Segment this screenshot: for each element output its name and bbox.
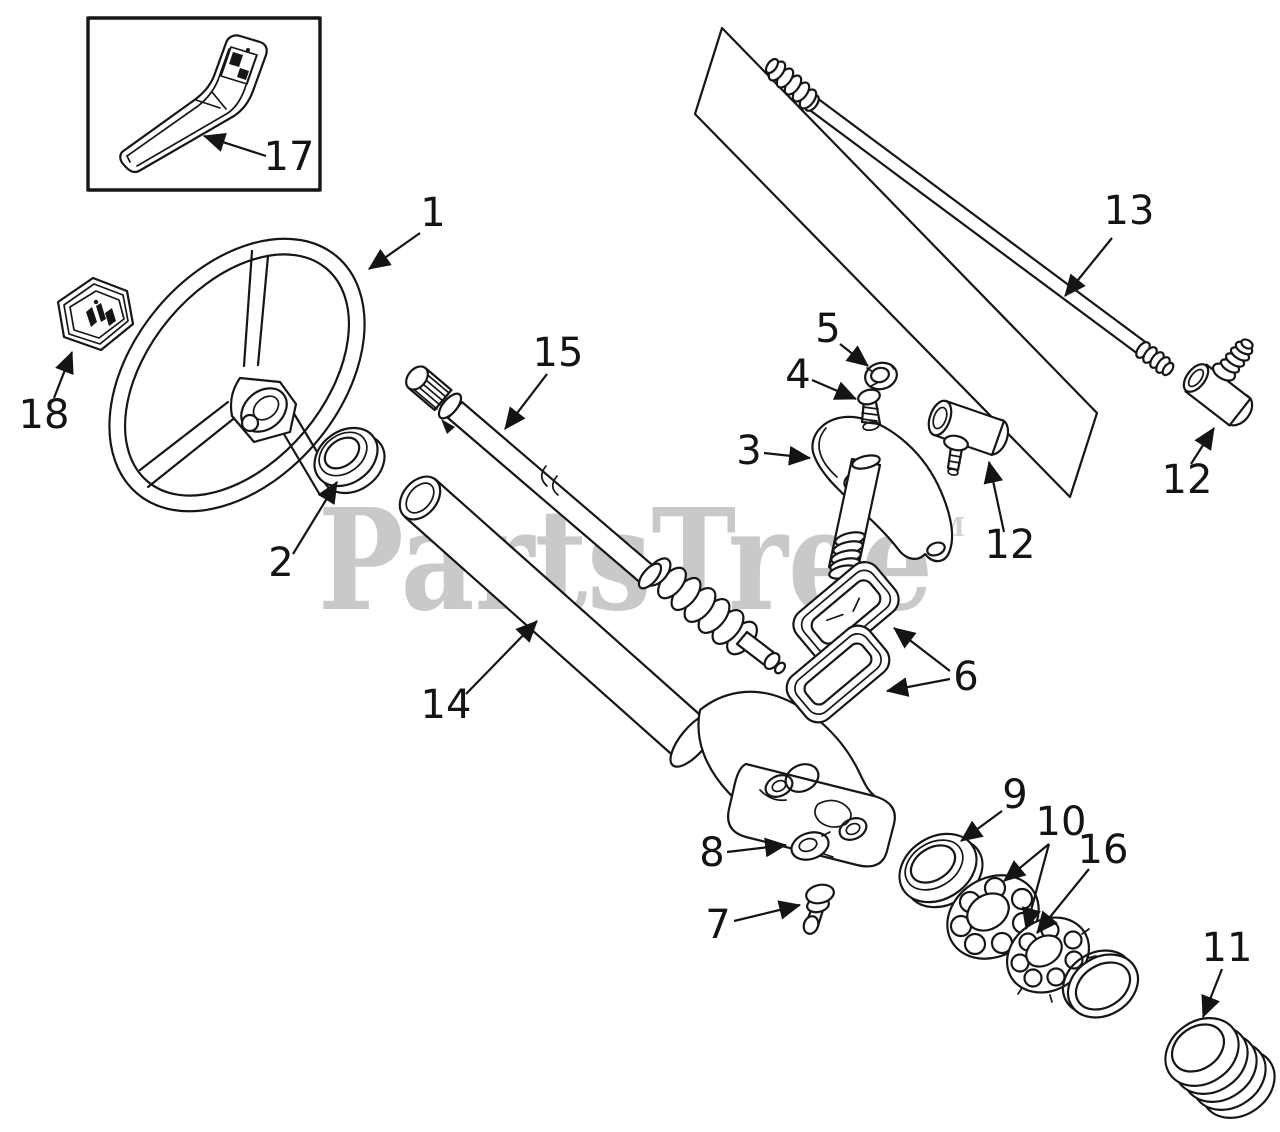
callout-6: 6 [953, 654, 978, 700]
leader-11 [1201, 968, 1224, 1019]
seal [898, 832, 984, 909]
callout-18: 18 [19, 392, 70, 438]
callout-9: 9 [1002, 772, 1027, 818]
plate-stud [827, 454, 882, 580]
leader-10a [1003, 843, 1050, 882]
adjuster-plug [1164, 1017, 1276, 1119]
callout-17: 17 [264, 134, 315, 180]
callout-14: 14 [421, 682, 472, 728]
clamp-bolt [943, 434, 969, 476]
leader-18 [52, 350, 74, 399]
leader-8 [726, 837, 788, 858]
nut [864, 361, 898, 391]
callout-4: 4 [785, 352, 810, 398]
callout-12-outer: 12 [1162, 457, 1213, 503]
tie-rod-end-outer [1182, 338, 1254, 427]
leader-6a [893, 627, 951, 672]
callout-11: 11 [1202, 925, 1253, 971]
leader-4 [811, 378, 858, 401]
bushing [313, 426, 386, 495]
stud [1211, 338, 1254, 382]
callouts: 17 1 18 2 15 14 5 4 3 12 12 13 6 8 7 9 [19, 132, 1253, 1019]
leader-12-inner [983, 460, 1006, 533]
leader-7 [733, 900, 802, 923]
gasket-lower [785, 624, 891, 724]
callout-2: 2 [268, 540, 293, 586]
callout-16: 16 [1078, 827, 1129, 873]
screw [857, 388, 882, 432]
drag-link [764, 57, 1175, 377]
callout-8: 8 [699, 830, 724, 876]
cover-plate [811, 415, 954, 580]
mounting-panel [693, 26, 1099, 499]
steering-shaft [405, 365, 787, 675]
cap-emblem [56, 276, 135, 352]
leader-16 [1036, 868, 1090, 934]
leader-1 [368, 232, 421, 270]
inset-box-part-17 [86, 16, 322, 192]
worm-gear [637, 557, 787, 675]
leader-9 [960, 810, 1003, 842]
bearing-ring [1061, 949, 1140, 1019]
grease-fitting [802, 883, 835, 935]
callout-7: 7 [705, 902, 730, 948]
leader-12-outer [1190, 427, 1215, 465]
callout-3: 3 [736, 428, 761, 474]
snap-ring [790, 831, 834, 861]
leader-13 [1064, 237, 1113, 297]
callout-12-inner: 12 [985, 522, 1036, 568]
bearing [1005, 916, 1097, 1003]
leader-17 [202, 132, 267, 158]
leader-3 [763, 445, 812, 466]
leader-5 [839, 343, 869, 367]
leader-14 [465, 620, 538, 695]
callout-1: 1 [420, 190, 445, 236]
steering-wheel [108, 237, 366, 513]
callout-13: 13 [1104, 188, 1155, 234]
leader-6b [885, 677, 951, 697]
callout-10: 10 [1036, 799, 1087, 845]
steering-column-cover [119, 34, 268, 174]
leader-10b [1021, 843, 1051, 931]
callout-5: 5 [815, 306, 840, 352]
wheel-spokes [138, 249, 336, 497]
leader-2 [292, 481, 338, 555]
callout-15: 15 [533, 330, 584, 376]
tie-rod-end-inner [927, 399, 1010, 476]
leader-15 [504, 373, 548, 430]
